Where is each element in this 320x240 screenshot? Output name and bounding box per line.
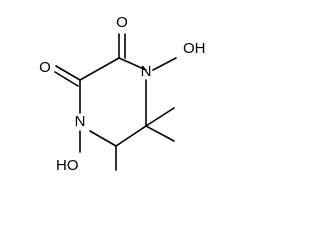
atom-o-carbonyl-right: O (116, 14, 128, 31)
bond-c5-c6 (115, 125, 147, 147)
atom-n-top: N (141, 63, 152, 80)
bond-c2-o-double-b (54, 71, 79, 87)
bond-c5-methyl-down (145, 125, 175, 142)
atom-oh-top: OH (183, 40, 206, 57)
atom-n-left: N (75, 113, 86, 130)
bond-c3-n4 (118, 57, 147, 71)
atom-o-carbonyl-left: O (39, 59, 51, 76)
bond-c5-methyl-right (145, 107, 175, 127)
bond-c2-o-double-a (55, 65, 81, 81)
atom-ho-left: HO (56, 157, 79, 174)
bond-n4-oh (152, 57, 177, 71)
bond-c6-n1 (89, 130, 117, 147)
chemical-structure: O O N OH N HO (39, 14, 206, 174)
bond-c2-c3 (79, 57, 120, 81)
